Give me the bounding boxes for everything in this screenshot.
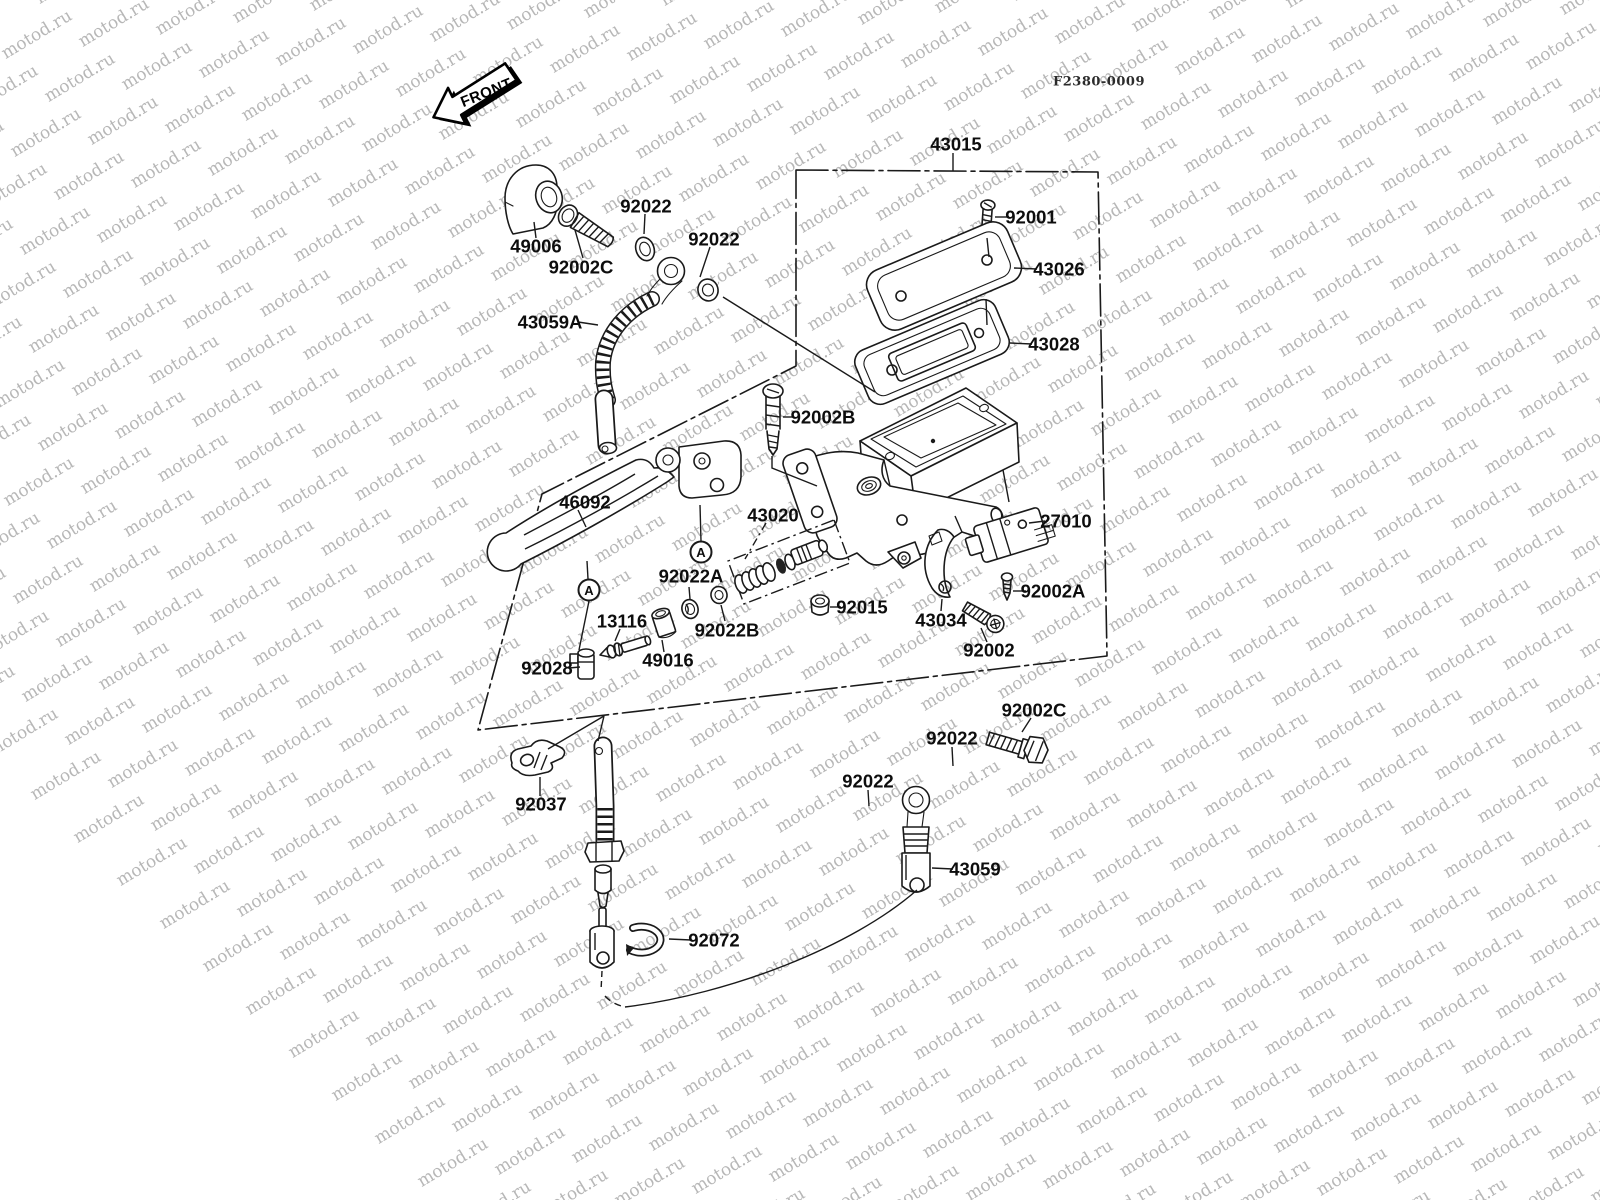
- part-label-92015-17: 92015: [836, 597, 887, 618]
- part-label-43028-3: 43028: [1028, 334, 1079, 355]
- leader-line-92022: [951, 746, 954, 767]
- part-label-92002C-27: 92002C: [1002, 700, 1067, 721]
- leader-line-92022A: [688, 586, 691, 600]
- hose-routing-line: [604, 995, 626, 1008]
- part-label-43034-18: 43034: [915, 610, 967, 631]
- leader-line-43028: [1009, 342, 1033, 345]
- leader-line-92022: [867, 789, 870, 807]
- part-label-92037-22: 92037: [515, 794, 566, 815]
- leader-line-92022: [699, 246, 711, 278]
- part-label-49006-5: 49006: [510, 236, 561, 257]
- part-label-92022-25: 92022: [842, 771, 893, 792]
- part-label-92022A-12: 92022A: [659, 566, 724, 587]
- ref-marker-A-1: A: [577, 578, 601, 602]
- part-43034-clamp: [924, 528, 955, 598]
- leader-line-13116: [614, 628, 621, 642]
- leader-line-43059A: [577, 321, 599, 326]
- part-92022-washer-1: [634, 236, 656, 262]
- part-92002C-bolt-upper: [557, 204, 615, 248]
- part-label-43059-24: 43059: [949, 859, 1000, 880]
- part-92002C-bolt-lower: [985, 731, 1049, 764]
- leader-line-46092: [577, 509, 587, 528]
- leader-line-49016: [661, 639, 665, 653]
- construction-line: [699, 504, 702, 542]
- part-49006-elbow: [504, 164, 564, 235]
- part-49016-bushing: [651, 607, 677, 639]
- part-label-92022-8: 92022: [688, 229, 739, 250]
- leader-line-92002C: [1021, 717, 1032, 733]
- construction-line: [986, 237, 990, 258]
- svg-text:A: A: [696, 545, 706, 560]
- construction-line: [547, 715, 605, 750]
- part-43028-plate: [853, 298, 1011, 406]
- construction-line: [771, 456, 818, 487]
- construction-line: [1002, 469, 1010, 503]
- front-arrow: FRONT: [432, 62, 523, 127]
- leader-line-43059: [931, 867, 954, 870]
- part-lower-hose-joint: [584, 736, 625, 969]
- leader-line-92002C: [574, 229, 584, 259]
- part-92002B-screw: [762, 383, 784, 456]
- part-label-13116-14: 13116: [597, 611, 647, 632]
- construction-line: [722, 296, 876, 393]
- leader-line-92028: [568, 666, 581, 669]
- hose-routing-line: [624, 889, 918, 1008]
- part-92022-washer-2: [697, 278, 719, 302]
- part-label-92001-1: 92001: [1005, 207, 1056, 228]
- part-label-92002-21: 92002: [963, 640, 1014, 661]
- part-label-46092-10: 46092: [559, 492, 610, 513]
- part-label-92022B-13: 92022B: [695, 620, 760, 641]
- part-43059A-hose: [594, 256, 686, 455]
- part-92037-clamp: [510, 739, 566, 777]
- part-92022A-washer: [681, 598, 699, 620]
- part-label-92028-16: 92028: [521, 658, 572, 679]
- part-92015-nut: [810, 594, 830, 616]
- part-label-43020-11: 43020: [747, 505, 798, 526]
- leader-line-92072: [668, 938, 692, 941]
- part-43059-fitting: [901, 785, 931, 893]
- part-92072-clip: [626, 922, 665, 957]
- leader-line-92002: [980, 627, 988, 643]
- leader-line-92022B: [720, 604, 726, 622]
- part-label-92002C-6: 92002C: [549, 257, 614, 278]
- part-label-92022-26: 92022: [926, 728, 977, 749]
- part-92028-pin: [569, 648, 595, 680]
- part-label-43059A-9: 43059A: [518, 312, 583, 333]
- construction-line: [578, 600, 590, 651]
- part-label-49016-15: 49016: [642, 650, 693, 671]
- part-label-43015-0: 43015: [930, 134, 981, 155]
- part-label-43026-2: 43026: [1033, 259, 1084, 280]
- part-27010-switch: [964, 507, 1056, 563]
- part-13116-rod: [599, 635, 652, 659]
- ref-marker-A-0: A: [689, 540, 713, 564]
- part-label-92002A-20: 92002A: [1021, 581, 1086, 602]
- leader-line-92022: [643, 213, 646, 235]
- svg-text:A: A: [584, 583, 594, 598]
- part-92002-screw: [961, 601, 1005, 634]
- part-92022B-washer: [710, 585, 728, 605]
- leader-line-43026: [1013, 267, 1038, 270]
- leader-line-49006: [533, 221, 537, 239]
- part-label-92072-23: 92072: [688, 930, 739, 951]
- leader-line-27010: [1028, 520, 1046, 524]
- part-label-27010-19: 27010: [1040, 511, 1091, 532]
- construction-line: [586, 560, 589, 580]
- part-43020-piston-kit: [727, 519, 851, 605]
- part-92002A-screw: [1000, 572, 1014, 601]
- construction-line: [985, 298, 988, 326]
- group-box-43015: [477, 169, 1108, 731]
- construction-line: [600, 970, 603, 992]
- figure-code-stamp: F2380-0009: [1053, 74, 1145, 90]
- leader-line-43020: [744, 522, 767, 560]
- construction-line: [597, 715, 605, 742]
- leader-line-43034: [940, 598, 943, 612]
- part-43026-cap: [865, 221, 1023, 331]
- part-label-92022-7: 92022: [620, 196, 671, 217]
- part-label-92002B-4: 92002B: [791, 407, 856, 428]
